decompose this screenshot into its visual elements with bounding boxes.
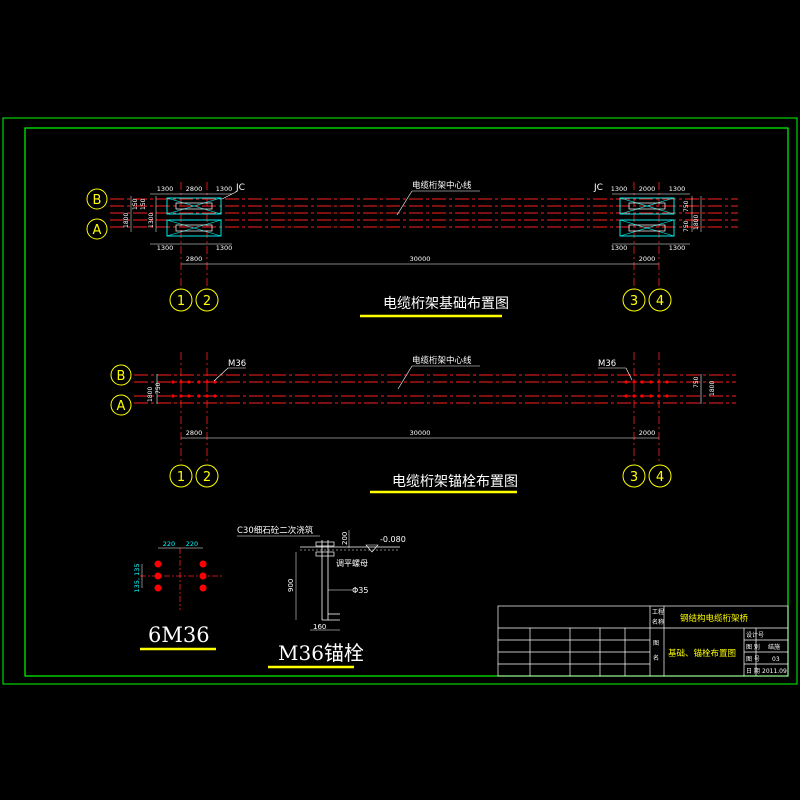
axis-bubbles-plan2: B A 1 2 3 4 [110,364,672,488]
svg-text:2800: 2800 [186,185,203,193]
svg-text:1800: 1800 [147,387,154,402]
foundation-pad-right [619,197,675,237]
svg-text:图 号: 图 号 [746,656,760,663]
inner-frame [24,127,789,677]
svg-text:750: 750 [693,376,700,388]
svg-text:1300: 1300 [216,244,233,252]
svg-text:150: 150 [132,198,139,210]
bolt-label-right: M36 [598,359,616,369]
svg-text:1300: 1300 [669,185,686,193]
svg-text:30000: 30000 [410,429,431,437]
project-name: 钢结构电缆桁架桥 [680,613,749,624]
svg-text:2800: 2800 [186,429,203,437]
svg-text:900: 900 [287,579,295,592]
plan-anchor-title: 电缆桁架锚栓布置图 [392,474,518,490]
svg-text:日 期: 日 期 [746,667,760,675]
svg-text:1300: 1300 [157,185,174,193]
svg-text:3: 3 [630,470,638,485]
svg-text:名: 名 [653,654,659,662]
dim-top-left: 1300 2800 1300 1300 2000 1300 1300 1300 … [157,185,686,263]
svg-text:220: 220 [186,540,198,548]
plan-anchor-bolts: 2800 30000 2000 1800 750 750 1800 M36 M3… [134,352,736,494]
svg-text:1800: 1800 [693,215,700,230]
drawing-name: 基础、锚栓布置图 [668,648,736,659]
svg-text:B: B [117,369,126,384]
bolt-label-left: M36 [228,359,246,369]
svg-text:结施: 结施 [768,643,780,651]
svg-text:750: 750 [683,220,690,232]
svg-text:A: A [117,399,126,414]
title-block [497,605,789,677]
pad-label-jc-left: JC [235,183,245,193]
svg-text:750: 750 [155,382,162,394]
grout-label: C30细石砼二次浇筑 [237,525,314,536]
svg-text:1300: 1300 [148,213,155,228]
svg-text:1800: 1800 [709,381,716,396]
center-line-label-2: 电缆桁架中心线 [412,355,472,366]
axis-bubbles-plan1: B A 1 2 3 4 [86,188,672,312]
plan-foundation: 1300 2800 1300 1300 2000 1300 1300 1300 … [110,180,738,318]
svg-text:1300: 1300 [216,185,233,193]
svg-text:名称: 名称 [652,618,664,626]
svg-text:220: 220 [163,540,175,548]
svg-text:1300: 1300 [611,244,628,252]
detail-anchor-bolt: 900 160 200 C30细石砼二次浇筑 -0.080 调平螺母 Φ35 M… [237,525,406,669]
svg-text:3: 3 [630,294,638,309]
svg-text:2000: 2000 [639,185,656,193]
svg-text:750: 750 [683,200,690,212]
svg-text:1300: 1300 [611,185,628,193]
svg-text:2011.09: 2011.09 [762,668,787,675]
svg-text:1300: 1300 [669,244,686,252]
svg-text:A: A [93,223,102,238]
elevation-label: -0.080 [380,535,406,544]
detail-bolt-title: 6M36 [148,623,210,647]
outer-frame [2,117,798,685]
plan-foundation-title: 电缆桁架基础布置图 [383,295,509,312]
detail-bolt-group: 220 220 135, 135 6M36 [133,540,222,651]
svg-text:2000: 2000 [639,255,656,263]
svg-text:图: 图 [653,640,659,647]
svg-text:4: 4 [656,294,664,309]
svg-text:160: 160 [313,623,326,631]
svg-text:2800: 2800 [186,255,203,263]
svg-text:B: B [93,193,102,208]
svg-text:工程: 工程 [652,608,664,616]
foundation-pad-left [166,197,222,237]
svg-text:2000: 2000 [639,429,656,437]
svg-text:135, 135: 135, 135 [133,564,141,593]
svg-text:图 别: 图 别 [746,643,760,651]
center-line-label: 电缆桁架中心线 [412,180,472,191]
washer-label: 调平螺母 [336,558,368,568]
svg-text:设计号: 设计号 [746,631,764,639]
bar-label: Φ35 [352,586,368,595]
pad-label-jc-right: JC [593,183,603,193]
svg-text:150: 150 [140,198,147,210]
svg-text:30000: 30000 [410,255,431,263]
svg-text:1300: 1300 [157,244,174,252]
svg-text:2: 2 [203,294,211,309]
svg-text:1800: 1800 [123,213,130,228]
svg-text:2: 2 [203,470,211,485]
bolt-dots [171,380,669,398]
detail-anchor-title: M36锚栓 [278,641,364,665]
svg-text:1: 1 [177,470,185,485]
svg-text:1: 1 [177,294,185,309]
svg-text:4: 4 [656,470,664,485]
svg-text:03: 03 [772,656,780,663]
svg-text:200: 200 [341,532,349,545]
